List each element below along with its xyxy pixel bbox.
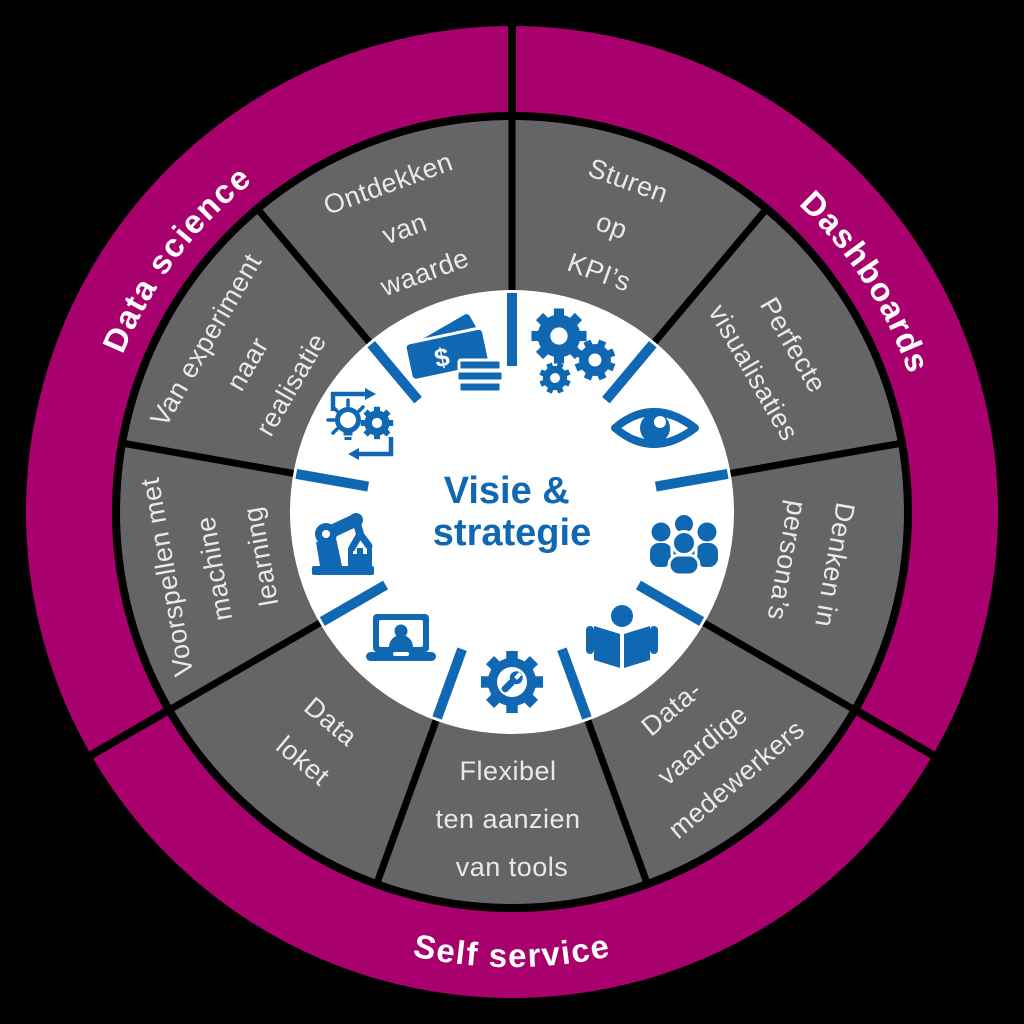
divider-line [87, 704, 175, 760]
divider-line [371, 715, 441, 890]
money-icon: $ [402, 311, 505, 394]
center-ticks [295, 293, 729, 720]
center-title: Visie & strategie [433, 470, 591, 554]
divider-line [163, 617, 325, 716]
person-reading-icon [586, 605, 658, 668]
dollar-sign: $ [432, 341, 453, 373]
center-title-line: strategie [433, 512, 591, 554]
tick-line [635, 580, 705, 626]
divider-line [252, 203, 375, 348]
tick-line [654, 468, 729, 492]
tick-line [295, 468, 370, 492]
tick-line [367, 340, 422, 404]
icons: $ [312, 308, 718, 714]
divider-line [699, 617, 861, 716]
gear-wrench-icon [480, 650, 544, 714]
segment-label-flexibel-tools: Flexibel ten aanzien van tools [435, 756, 588, 882]
divider-line [849, 704, 937, 760]
outer-ring-dividers [87, 24, 937, 760]
tick-line [602, 340, 657, 404]
robot-arm-icon [312, 513, 374, 575]
tick-line [432, 647, 467, 720]
divider-line [583, 715, 653, 890]
people-group-icon [650, 512, 718, 577]
segment-dividers [117, 112, 907, 890]
divider-line [726, 438, 907, 478]
tick-line [319, 580, 389, 626]
divider-line [117, 438, 298, 478]
laptop-video-call-icon [366, 614, 436, 661]
divider-line [649, 203, 772, 348]
eye-icon [611, 408, 699, 448]
center-title-line: Visie & [444, 470, 570, 512]
idea-gear-cycle-icon [326, 388, 394, 460]
tick-line [557, 647, 592, 720]
